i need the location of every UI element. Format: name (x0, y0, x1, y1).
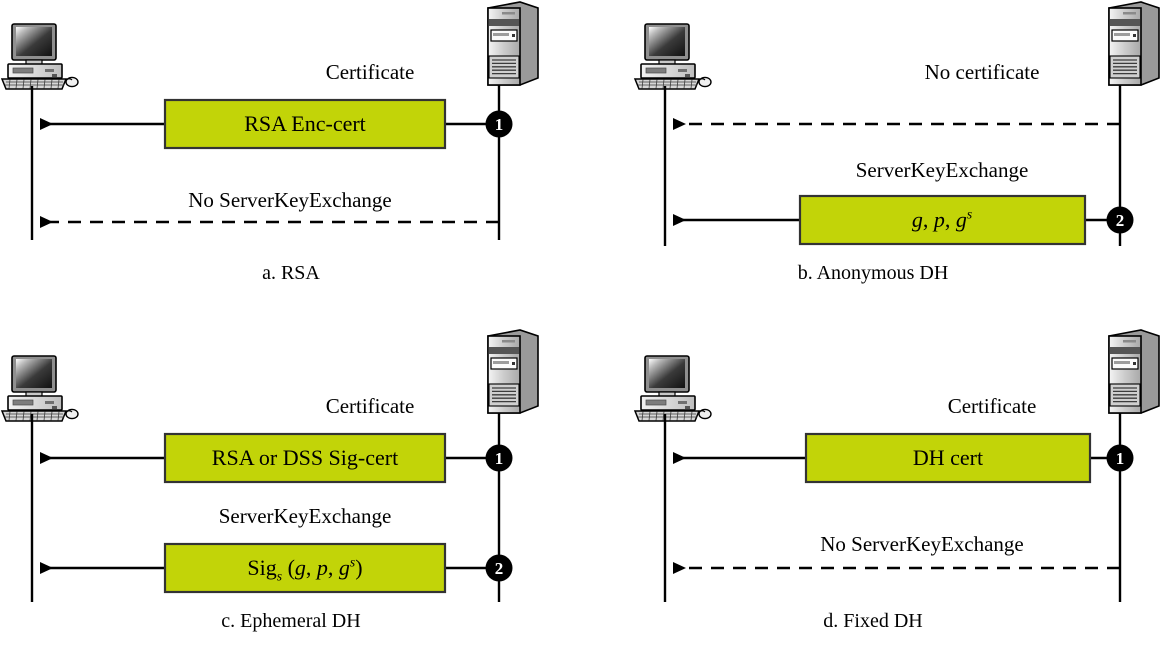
message-box-text-1: RSA Enc-cert (244, 111, 366, 136)
message-box-2 (163, 542, 447, 594)
panel-caption-b: b. Anonymous DH (797, 262, 949, 284)
message-box-text-2: Sigs (g, p, gs) (247, 554, 363, 584)
server-tower-icon (487, 329, 539, 414)
panel-caption-a: a. RSA (262, 262, 320, 284)
message-box-1 (163, 432, 447, 484)
server-tower-icon (487, 1, 539, 86)
step-marker-1 (485, 110, 513, 138)
message-label-2: ServerKeyExchange (218, 504, 392, 528)
panel-caption-d: d. Fixed DH (823, 610, 923, 632)
message-label-2: No ServerKeyExchange (188, 188, 392, 212)
message-box-1 (163, 98, 447, 150)
panel-b-anonymous-dh: No certificate ServerKeyExchange g, p, g… (582, 0, 1164, 324)
desktop-computer-icon (0, 355, 79, 422)
server-tower-icon (1108, 329, 1160, 414)
desktop-computer-icon (633, 23, 712, 90)
panel-a-rsa: Certificate RSA Enc-cert 1 No ServerKeyE… (0, 0, 582, 324)
step-marker-1 (1106, 444, 1134, 472)
message-box-2 (798, 194, 1087, 246)
message-box-1 (804, 432, 1092, 484)
step-marker-1 (485, 444, 513, 472)
panel-c-ephemeral-dh: Certificate RSA or DSS Sig-cert 1 Server… (0, 324, 582, 648)
message-label-1: Certificate (325, 394, 415, 418)
panel-a-graphics (0, 1, 539, 240)
step-marker-2 (1106, 206, 1134, 234)
message-box-text-2: g, p, gs (911, 206, 973, 232)
message-box-text-1: RSA or DSS Sig-cert (211, 445, 399, 470)
panel-caption-c: c. Ephemeral DH (221, 610, 361, 632)
message-label-2: No ServerKeyExchange (820, 532, 1024, 556)
server-tower-icon (1108, 1, 1160, 86)
message-label-1: Certificate (947, 394, 1037, 418)
message-label-1: No certificate (924, 60, 1040, 84)
panel-d-graphics (633, 329, 1160, 602)
desktop-computer-icon (0, 23, 79, 90)
message-box-text-1: DH cert (912, 445, 984, 470)
message-label-1: Certificate (325, 60, 415, 84)
panel-d-fixed-dh: Certificate DH cert 1 No ServerKeyExchan… (582, 324, 1164, 648)
panel-c-graphics (0, 329, 539, 602)
panel-b-graphics (633, 1, 1160, 246)
message-label-2: ServerKeyExchange (855, 158, 1029, 182)
desktop-computer-icon (633, 355, 712, 422)
step-marker-2 (485, 554, 513, 582)
